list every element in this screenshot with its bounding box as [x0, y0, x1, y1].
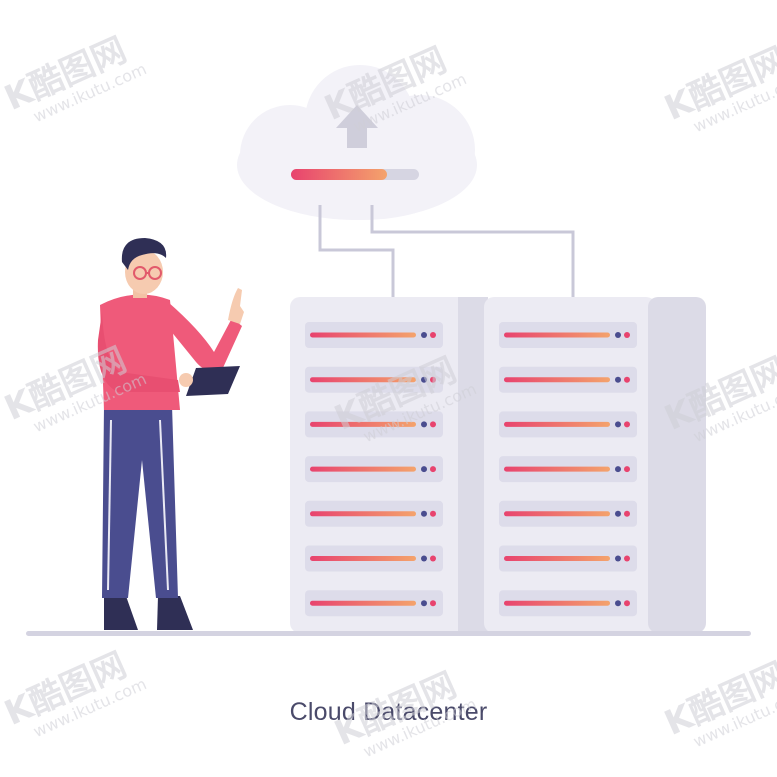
- server-unit: [305, 545, 443, 572]
- server-led-icon: [624, 332, 630, 338]
- server-led-icon: [430, 600, 436, 607]
- server-led-icon: [615, 555, 621, 562]
- server-led-icon: [615, 421, 621, 428]
- server-status-bar: [310, 377, 416, 383]
- server-unit: [305, 411, 443, 438]
- server-status-bar: [504, 556, 610, 561]
- server-led-icon: [615, 510, 621, 517]
- server-led-icon: [421, 466, 427, 473]
- server-led-icon: [624, 555, 630, 562]
- server-status-bar: [310, 600, 416, 606]
- server-led-icon: [421, 332, 427, 338]
- server-led-icon: [615, 466, 621, 473]
- server-status-bar: [504, 600, 610, 606]
- network-cables: [318, 205, 575, 298]
- server-led-icon: [421, 510, 427, 517]
- server-led-icon: [421, 555, 427, 562]
- server-status-bar: [504, 377, 610, 383]
- server-status-bar: [310, 511, 416, 517]
- server-led-icon: [421, 421, 427, 428]
- server-led-icon: [624, 466, 630, 473]
- server-unit: [499, 500, 637, 527]
- server-led-icon: [624, 376, 630, 383]
- server-rack: [290, 297, 706, 633]
- server-status-bar: [504, 511, 610, 517]
- server-unit: [305, 322, 443, 348]
- server-status-bar: [310, 332, 416, 338]
- server-unit: [499, 545, 637, 572]
- server-led-icon: [421, 600, 427, 607]
- server-led-icon: [430, 421, 436, 428]
- illustration-caption: Cloud Datacenter: [289, 698, 488, 726]
- server-led-icon: [624, 510, 630, 517]
- server-led-icon: [421, 376, 427, 383]
- server-led-icon: [615, 376, 621, 383]
- server-unit: [499, 366, 637, 393]
- server-status-bar: [504, 421, 610, 427]
- server-led-icon: [430, 510, 436, 517]
- server-status-bar: [310, 421, 416, 427]
- server-led-icon: [624, 421, 630, 428]
- server-unit: [305, 500, 443, 527]
- server-unit: [499, 411, 637, 438]
- server-led-icon: [430, 555, 436, 562]
- server-status-bar: [310, 556, 416, 561]
- server-unit: [499, 456, 637, 483]
- server-unit: [305, 590, 443, 617]
- man-with-tablet: [97, 238, 244, 630]
- ground-line: [26, 631, 751, 636]
- server-led-icon: [430, 466, 436, 473]
- server-led-icon: [615, 600, 621, 607]
- server-led-icon: [430, 376, 436, 383]
- server-led-icon: [624, 600, 630, 607]
- upload-progress-bar: [291, 169, 419, 180]
- upload-arrow-icon: [336, 105, 378, 148]
- server-status-bar: [504, 332, 610, 338]
- server-status-bar: [504, 466, 610, 472]
- server-unit: [499, 590, 637, 617]
- server-led-icon: [430, 332, 436, 338]
- server-led-icon: [615, 332, 621, 338]
- server-unit: [305, 456, 443, 483]
- server-unit: [305, 366, 443, 393]
- server-status-bar: [310, 466, 416, 472]
- server-unit: [499, 322, 637, 348]
